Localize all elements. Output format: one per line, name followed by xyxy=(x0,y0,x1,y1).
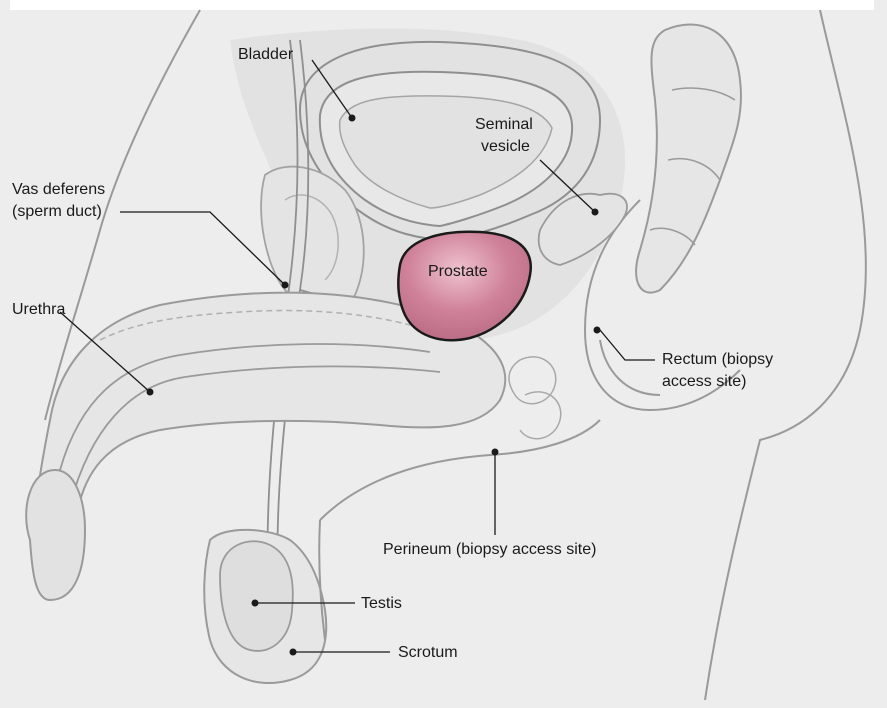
perineum-line xyxy=(320,420,600,520)
label-rectum-line1: Rectum (biopsy xyxy=(662,350,773,370)
label-perineum: Perineum (biopsy access site) xyxy=(383,540,596,560)
testis xyxy=(220,541,293,651)
glans xyxy=(26,470,85,600)
label-vas-deferens-line1: Vas deferens xyxy=(12,180,105,200)
sacrum xyxy=(636,24,741,292)
label-seminal-vesicle-line2: vesicle xyxy=(481,137,530,157)
label-seminal-vesicle-line1: Seminal xyxy=(475,115,533,135)
label-bladder: Bladder xyxy=(238,45,293,65)
label-scrotum: Scrotum xyxy=(398,643,458,663)
label-urethra: Urethra xyxy=(12,300,65,320)
label-vas-deferens-line2: (sperm duct) xyxy=(12,202,102,222)
label-prostate: Prostate xyxy=(428,262,488,282)
label-rectum-line2: access site) xyxy=(662,372,746,392)
label-testis: Testis xyxy=(361,594,402,614)
